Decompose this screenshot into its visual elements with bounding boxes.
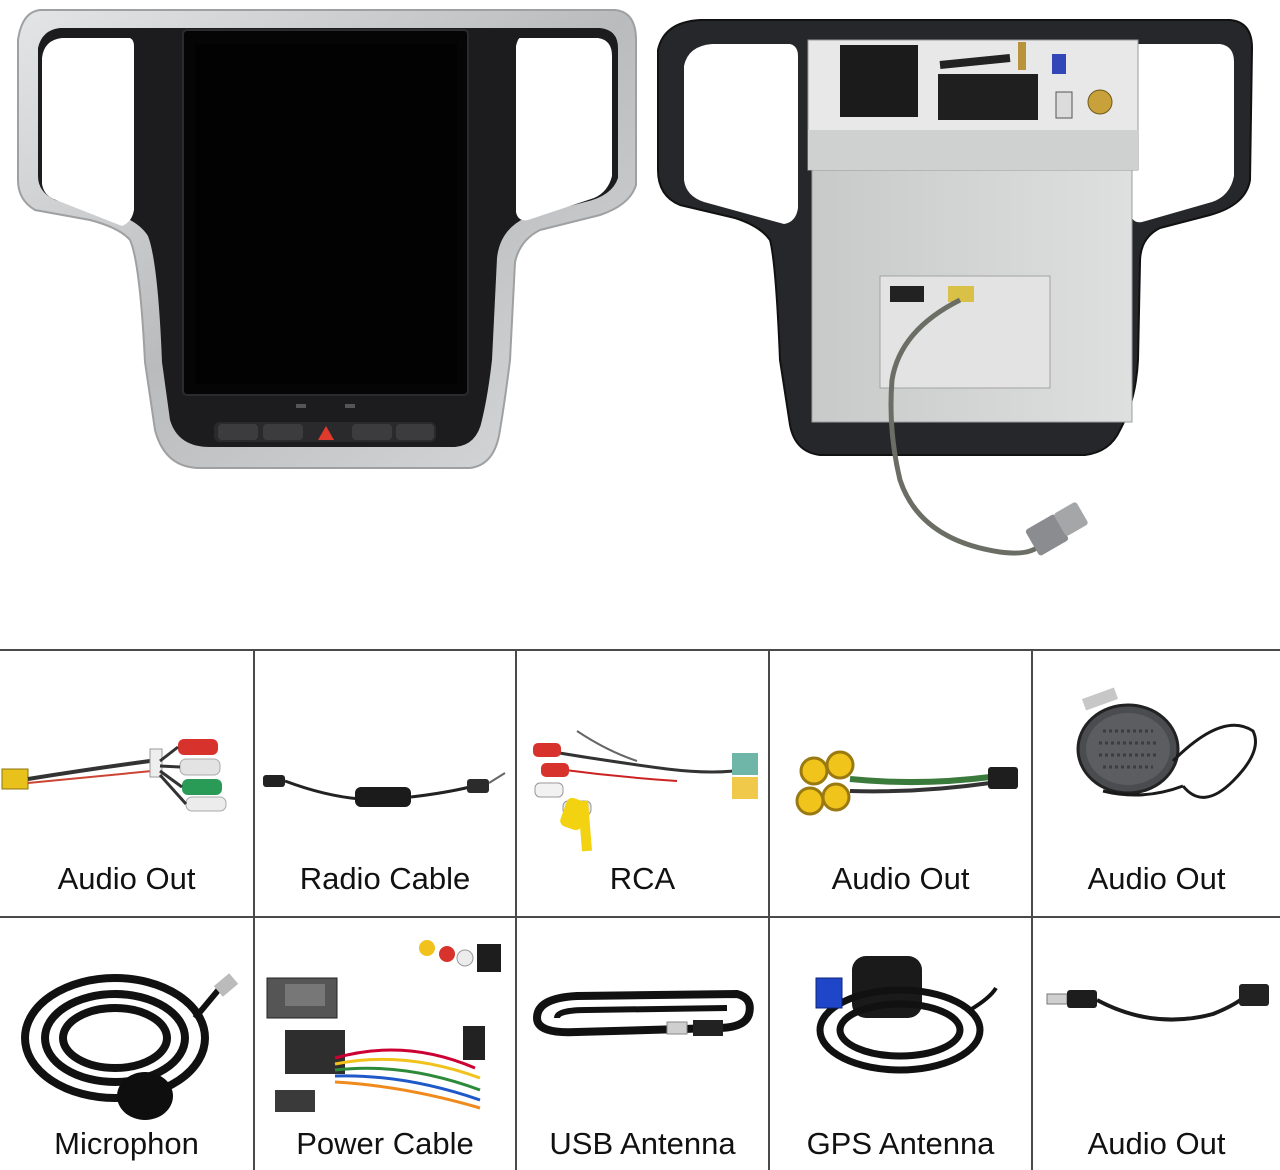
accessories-grid: Audio Out Radio Cable RCA (0, 649, 1280, 1170)
usb-antenna-image (532, 989, 754, 1037)
grid-top-border (0, 649, 1280, 651)
power-cable-image (266, 940, 501, 1112)
accessory-label: Power Cable (296, 1126, 474, 1161)
accessory-card-radio-cable: Radio Cable (255, 651, 517, 918)
accessory-card-gps-antenna: GPS Antenna (770, 918, 1033, 1170)
accessory-label: Audio Out (1087, 861, 1226, 896)
speaker-image (1076, 687, 1257, 799)
microphone-image (21, 973, 239, 1120)
accessory-card-rca: RCA (517, 651, 770, 918)
gps-antenna-image (815, 956, 998, 1074)
rca-cable-image (533, 730, 758, 852)
radio-cable-image (263, 772, 506, 807)
accessory-label: Radio Cable (299, 861, 471, 896)
audio-out-harness-image (795, 750, 1018, 816)
accessory-label: Audio Out (831, 861, 970, 896)
accessory-label: RCA (609, 861, 676, 896)
accessory-card-audio-out-harness: Audio Out (770, 651, 1033, 918)
accessory-label: Audio Out (57, 861, 196, 896)
product-photos (17, 9, 1254, 556)
accessory-label: Microphon (54, 1126, 199, 1161)
accessory-label: GPS Antenna (806, 1126, 995, 1161)
front-head-unit (17, 9, 637, 469)
accessory-label: Audio Out (1087, 1126, 1226, 1161)
accessory-label: USB Antenna (549, 1126, 736, 1161)
audio-out-cable-image (1, 739, 227, 812)
back-head-unit (657, 19, 1254, 556)
accessory-card-audio-out-rca: Audio Out (0, 651, 255, 918)
accessory-card-usb-antenna: USB Antenna (517, 918, 770, 1170)
accessory-card-speaker: Audio Out (1033, 651, 1280, 918)
accessory-card-microphone: Microphon (0, 918, 255, 1170)
product-photos-svg (17, 9, 1254, 556)
accessory-card-power-cable: Power Cable (255, 918, 517, 1170)
accessory-card-usb-extension: Audio Out (1033, 918, 1280, 1170)
usb-extension-image (1046, 984, 1269, 1022)
